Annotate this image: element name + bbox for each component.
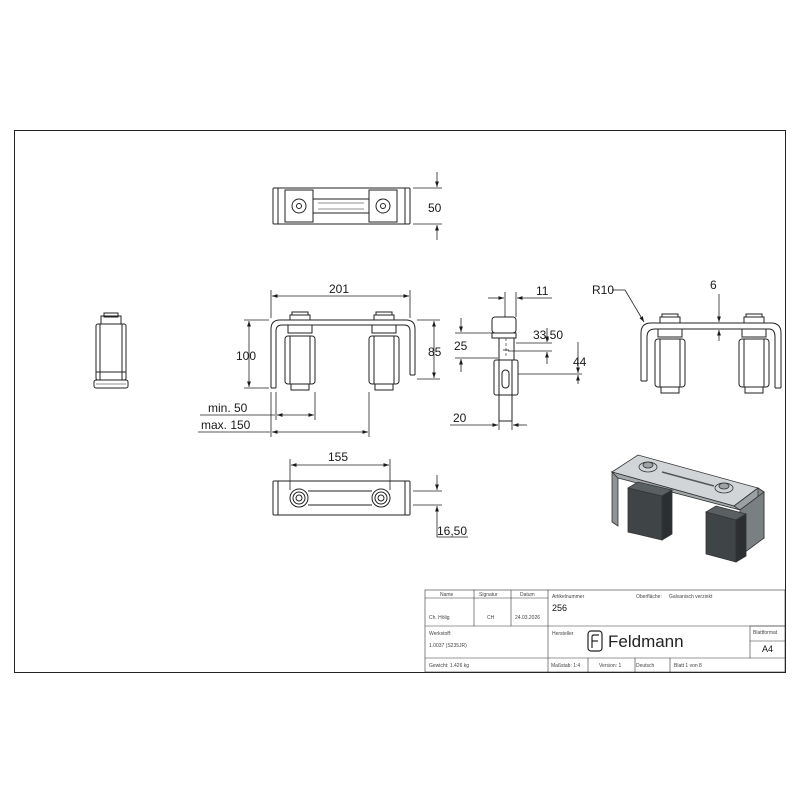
dim-top-height bbox=[413, 172, 442, 240]
tb-col-signature: Signatur bbox=[479, 592, 498, 598]
dim-inner-height bbox=[417, 319, 440, 380]
dim-side-top bbox=[488, 292, 552, 317]
dim-radius-leader bbox=[612, 289, 645, 323]
dim-label-max-distance: max. 150 bbox=[201, 418, 251, 432]
feldmann-logo-icon bbox=[587, 630, 603, 652]
dim-side-width bbox=[450, 421, 527, 430]
dim-max-distance bbox=[198, 392, 370, 437]
dim-bolt-spacing bbox=[289, 459, 391, 490]
dim-label-radius: R10 bbox=[592, 283, 614, 297]
dim-overall-height bbox=[244, 319, 269, 389]
tb-surface-value: Galvanisch verzinkt bbox=[669, 594, 713, 600]
right-front-view bbox=[640, 313, 782, 394]
tb-col-name: Name bbox=[440, 592, 454, 598]
title-block bbox=[424, 589, 786, 673]
dim-label-side-top: 11 bbox=[536, 284, 549, 298]
tb-sheet-format-label: Blattformat bbox=[753, 630, 778, 636]
isometric-3d-view bbox=[610, 454, 765, 563]
tb-weight: Gewicht: 1.426 kg bbox=[429, 663, 469, 669]
tb-sheet-format-value: A4 bbox=[762, 644, 773, 654]
tb-article-value: 256 bbox=[552, 603, 567, 613]
dim-label-bolt-spacing: 155 bbox=[328, 450, 348, 464]
dim-label-thickness: 6 bbox=[710, 278, 717, 292]
tb-brand: Feldmann bbox=[608, 632, 684, 651]
dim-label-inner-height: 85 bbox=[428, 345, 442, 359]
dim-side-offset bbox=[508, 328, 552, 364]
dim-label-side-slot: 25 bbox=[454, 339, 468, 353]
tb-material-label: Werkstoff: bbox=[429, 631, 451, 637]
tb-sheet: Blatt 1 von 8 bbox=[674, 663, 702, 669]
dim-bottom-height bbox=[413, 475, 468, 538]
tb-drawn-name: Ch. Hölig bbox=[429, 615, 450, 621]
side-section-view bbox=[491, 316, 519, 422]
front-view bbox=[270, 311, 416, 391]
sheet-border bbox=[14, 130, 786, 673]
tb-language: Deutsch bbox=[636, 663, 655, 669]
tb-surface-label: Oberfläche: bbox=[636, 594, 662, 600]
dim-label-overall-width: 201 bbox=[329, 282, 349, 296]
tb-manufacturer-label: Hersteller bbox=[552, 631, 574, 637]
dim-min-distance bbox=[200, 392, 316, 420]
dim-side-hole bbox=[518, 342, 582, 384]
tb-col-date: Datum bbox=[520, 592, 535, 598]
tb-material-value: 1.0037 (S235JR) bbox=[429, 643, 467, 649]
tb-article-label: Artikelnummer bbox=[552, 594, 585, 600]
tb-drawn-date: 24.03.2026 bbox=[515, 615, 540, 621]
tb-drawn-sig: CH bbox=[487, 615, 495, 621]
tb-scale: Maßstab: 1:4 bbox=[551, 663, 580, 669]
dim-side-slot bbox=[455, 318, 498, 372]
top-view bbox=[272, 187, 411, 225]
left-side-view bbox=[93, 312, 129, 389]
dim-label-bottom-height: 16,50 bbox=[437, 524, 467, 538]
tb-version: Version: 1 bbox=[599, 663, 621, 669]
dim-label-min-distance: min. 50 bbox=[208, 401, 248, 415]
dim-label-top-height: 50 bbox=[428, 201, 442, 215]
dim-label-side-hole: 44 bbox=[573, 355, 587, 369]
dim-overall-width bbox=[270, 290, 411, 318]
dim-label-side-offset: 33,50 bbox=[533, 328, 563, 342]
bottom-view bbox=[272, 480, 411, 516]
dim-label-overall-height: 100 bbox=[236, 349, 256, 363]
dim-label-side-width: 20 bbox=[453, 411, 467, 425]
